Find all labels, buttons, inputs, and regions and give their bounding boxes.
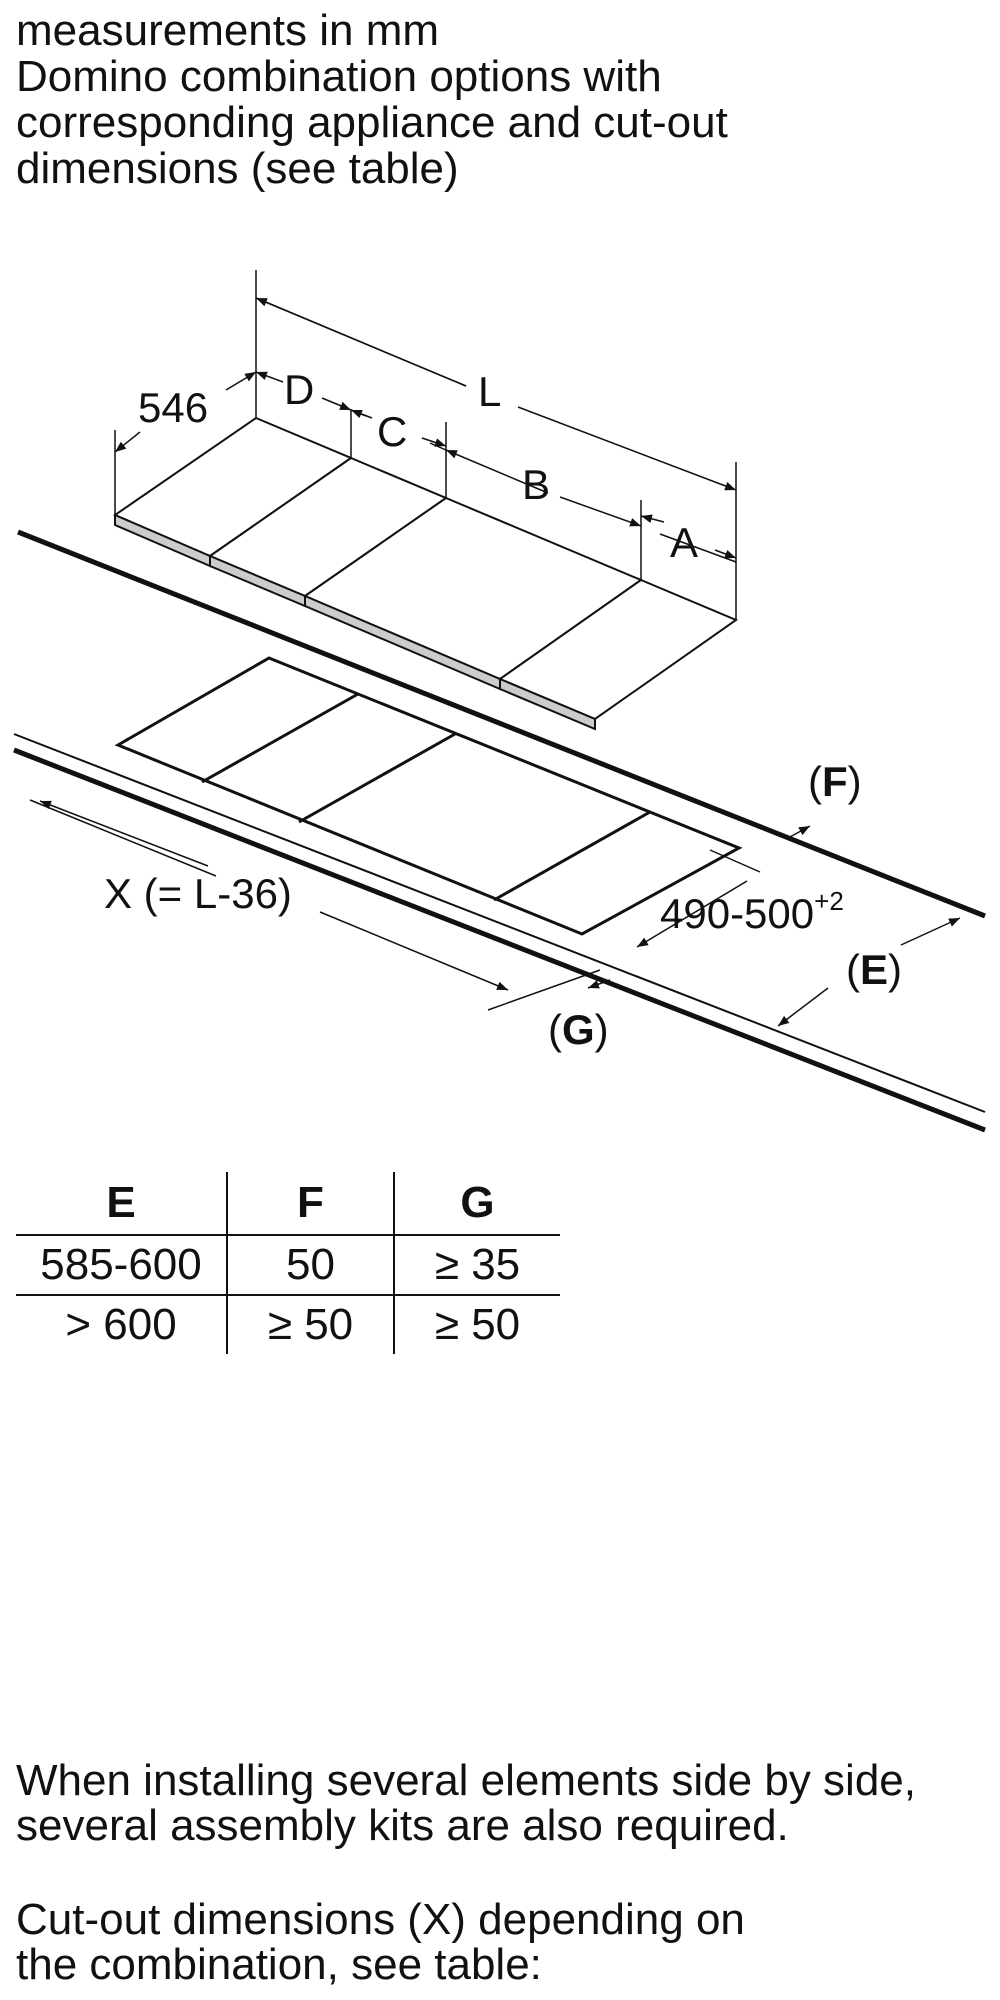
label-depth-546: 546 [138,384,208,431]
table-cell: > 600 [16,1295,228,1354]
intro-line: corresponding appliance and cut-out [16,98,728,147]
worktop-front-edge [13,733,986,1133]
label-D: D [284,366,314,413]
cutout-frame [114,656,743,936]
table-cell: ≥ 35 [394,1235,560,1296]
table-header: E [16,1172,228,1236]
table-header-row: E F G [16,1172,560,1236]
assembly-kit-note: When installing several elements side by… [16,1758,916,1848]
label-X: X (= L-36) [104,870,292,917]
label-F: (F) [808,758,862,805]
dimension-arrows [39,371,961,1027]
label-B: B [522,461,550,508]
note-line: When installing several elements side by… [16,1756,917,1805]
label-C: C [377,408,407,455]
note-line: the combination, see table: [16,1940,542,1989]
intro-line: dimensions (see table) [16,144,459,193]
intro-line: Domino combination options with [16,52,662,101]
table-row: 585-600 50 ≥ 35 [16,1235,560,1296]
label-A: A [670,519,698,566]
worktop-back-edge [17,529,986,919]
note-line: Cut-out dimensions (X) depending on [16,1895,745,1944]
intro-line: measurements in mm [16,6,440,55]
table-cell: 585-600 [16,1235,228,1296]
label-E: (E) [846,946,902,993]
table-cell: ≥ 50 [434,1300,521,1349]
hob-modules [112,416,739,731]
intro-text: measurements in mm Domino combination op… [16,8,728,192]
note-line: several assembly kits are also required. [16,1801,789,1850]
table-header: F [227,1172,395,1236]
table-cell: ≥ 50 [227,1295,395,1354]
module-A-edge [499,677,596,731]
cutout-note: Cut-out dimensions (X) depending on the … [16,1897,745,1987]
clearance-table: E F G 585-600 50 ≥ 35 > 600 ≥ 50 ≥ 50 [16,1172,560,1354]
label-L: L [478,368,501,415]
table-cell: 50 [227,1235,395,1296]
label-cutout-depth: 490-500+2 [660,886,844,937]
dimension-lines [29,270,737,877]
table-header: G [394,1172,560,1236]
installation-diagram: 546 D C L B A (F) X (= L-36) 490-500+2 (… [13,270,986,1133]
table-row: > 600 ≥ 50 ≥ 50 [16,1295,560,1354]
label-G: (G) [548,1006,609,1053]
